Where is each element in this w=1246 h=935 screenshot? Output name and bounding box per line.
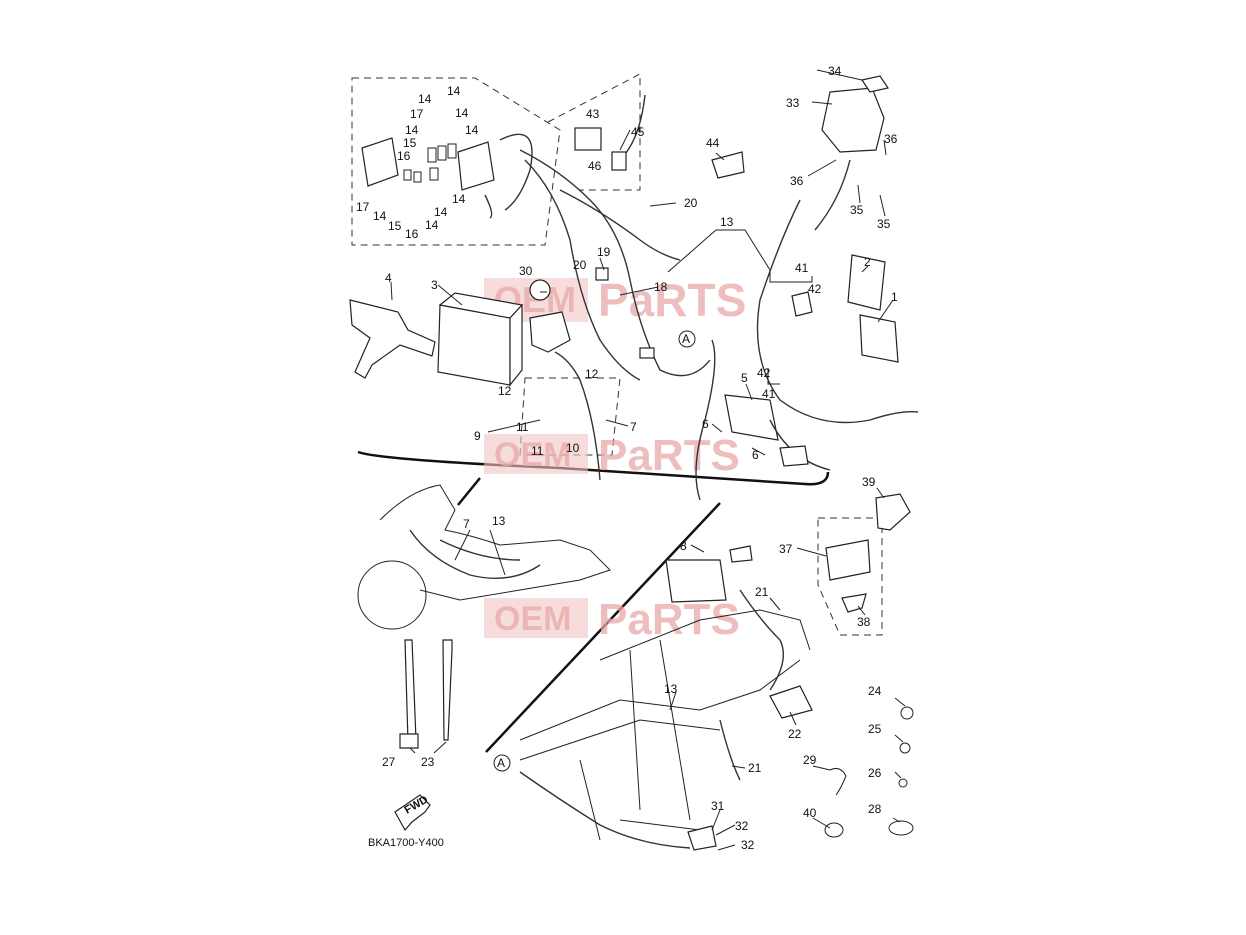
- clamps-group: [824, 493, 914, 838]
- callout-36b: 36: [790, 174, 804, 188]
- callout-40: 40: [803, 806, 817, 820]
- callout-7b: 7: [463, 517, 470, 531]
- callout-32: 32: [735, 819, 749, 833]
- callout-44: 44: [706, 136, 720, 150]
- callout-21: 21: [755, 585, 769, 599]
- watermark-oem-2: OEM: [494, 436, 571, 474]
- callout-24: 24: [868, 684, 882, 698]
- callout-17b: 17: [356, 200, 370, 214]
- callout-35b: 35: [877, 217, 891, 231]
- callout-6: 6: [702, 417, 709, 431]
- callout-14h: 14: [425, 218, 439, 232]
- callout-45: 45: [631, 125, 645, 139]
- callout-33: 33: [786, 96, 800, 110]
- callout-4: 4: [385, 271, 392, 285]
- callout-13: 13: [720, 215, 734, 229]
- callout-14e: 14: [405, 123, 419, 137]
- callout-17: 17: [410, 107, 424, 121]
- frame-section: A: [493, 545, 813, 851]
- callout-14g: 14: [434, 205, 448, 219]
- callout-14f: 14: [373, 209, 387, 223]
- callout-20: 20: [684, 196, 698, 210]
- diagram-code: BKA1700-Y400: [368, 837, 444, 849]
- callout-14b: 14: [447, 84, 461, 98]
- watermark-parts-3: PaRTS: [598, 595, 740, 644]
- callout-13b: 13: [492, 514, 506, 528]
- right-electrical-group: [724, 75, 919, 471]
- bike-silhouette: [357, 484, 611, 630]
- cable-ties: [399, 639, 453, 749]
- callout-27: 27: [382, 755, 396, 769]
- callout-43: 43: [586, 107, 600, 121]
- callout-34: 34: [828, 64, 842, 78]
- group-boxes: [351, 73, 883, 636]
- callout-26: 26: [868, 766, 882, 780]
- callout-36: 36: [884, 132, 898, 146]
- callout-14c: 14: [455, 106, 469, 120]
- callout-7: 7: [630, 420, 637, 434]
- callout-32b: 32: [741, 838, 755, 852]
- callout-19: 19: [597, 245, 611, 259]
- callout-16b: 16: [405, 227, 419, 241]
- callout-18: 18: [654, 280, 668, 294]
- callout-8: 8: [680, 539, 687, 553]
- callout-15b: 15: [388, 219, 402, 233]
- section-dividers: [357, 450, 830, 753]
- fuse-box-group: [361, 133, 533, 219]
- callout-14a: 14: [418, 92, 432, 106]
- callout-28: 28: [868, 802, 882, 816]
- callout-35: 35: [850, 203, 864, 217]
- callout-37: 37: [779, 542, 793, 556]
- fwd-arrow: FWD: [394, 794, 431, 832]
- callout-15: 15: [403, 136, 417, 150]
- connector-a-label-2: A: [497, 756, 505, 770]
- callout-30: 30: [519, 264, 533, 278]
- callout-38: 38: [857, 615, 871, 629]
- watermark-oem-3: OEM: [494, 600, 571, 638]
- callout-29: 29: [803, 753, 817, 767]
- callout-6b: 6: [752, 448, 759, 462]
- callout-41: 41: [795, 261, 809, 275]
- watermark-parts: PaRTS: [598, 274, 746, 326]
- callout-12b: 12: [498, 384, 512, 398]
- battery-group: [349, 292, 524, 387]
- callout-25: 25: [868, 722, 882, 736]
- watermarks: OEM PaRTS OEM PaRTS OEM PaRTS: [484, 274, 746, 644]
- callout-3: 3: [431, 278, 438, 292]
- callout-21b: 21: [748, 761, 762, 775]
- leader-lines: [390, 69, 906, 851]
- callout-11b: 11: [531, 444, 544, 458]
- callout-42b: 42: [757, 366, 771, 380]
- callout-9: 9: [474, 429, 481, 443]
- callout-14i: 14: [452, 192, 466, 206]
- callout-10: 10: [566, 441, 580, 455]
- callout-5: 5: [741, 371, 748, 385]
- callout-20b: 20: [573, 258, 587, 272]
- callout-23: 23: [421, 755, 435, 769]
- callout-31: 31: [711, 799, 725, 813]
- connector-a-label: A: [682, 332, 690, 346]
- callout-22: 22: [788, 727, 802, 741]
- callout-42: 42: [808, 282, 822, 296]
- callout-46: 46: [588, 159, 602, 173]
- callout-39: 39: [862, 475, 876, 489]
- callout-16: 16: [397, 149, 411, 163]
- callout-1: 1: [891, 290, 898, 304]
- watermark-parts-2: PaRTS: [598, 431, 740, 480]
- harness-main: A: [519, 94, 745, 501]
- callout-2: 2: [864, 255, 871, 269]
- callout-41b: 41: [762, 387, 776, 401]
- callout-13c: 13: [664, 682, 678, 696]
- callout-14d: 14: [465, 123, 479, 137]
- callout-12: 12: [585, 367, 599, 381]
- callout-labels: 1 2 3 4 5 6 6 7 7 8 9 10 11 11 12 12 13 …: [356, 64, 898, 852]
- callout-11: 11: [516, 420, 529, 434]
